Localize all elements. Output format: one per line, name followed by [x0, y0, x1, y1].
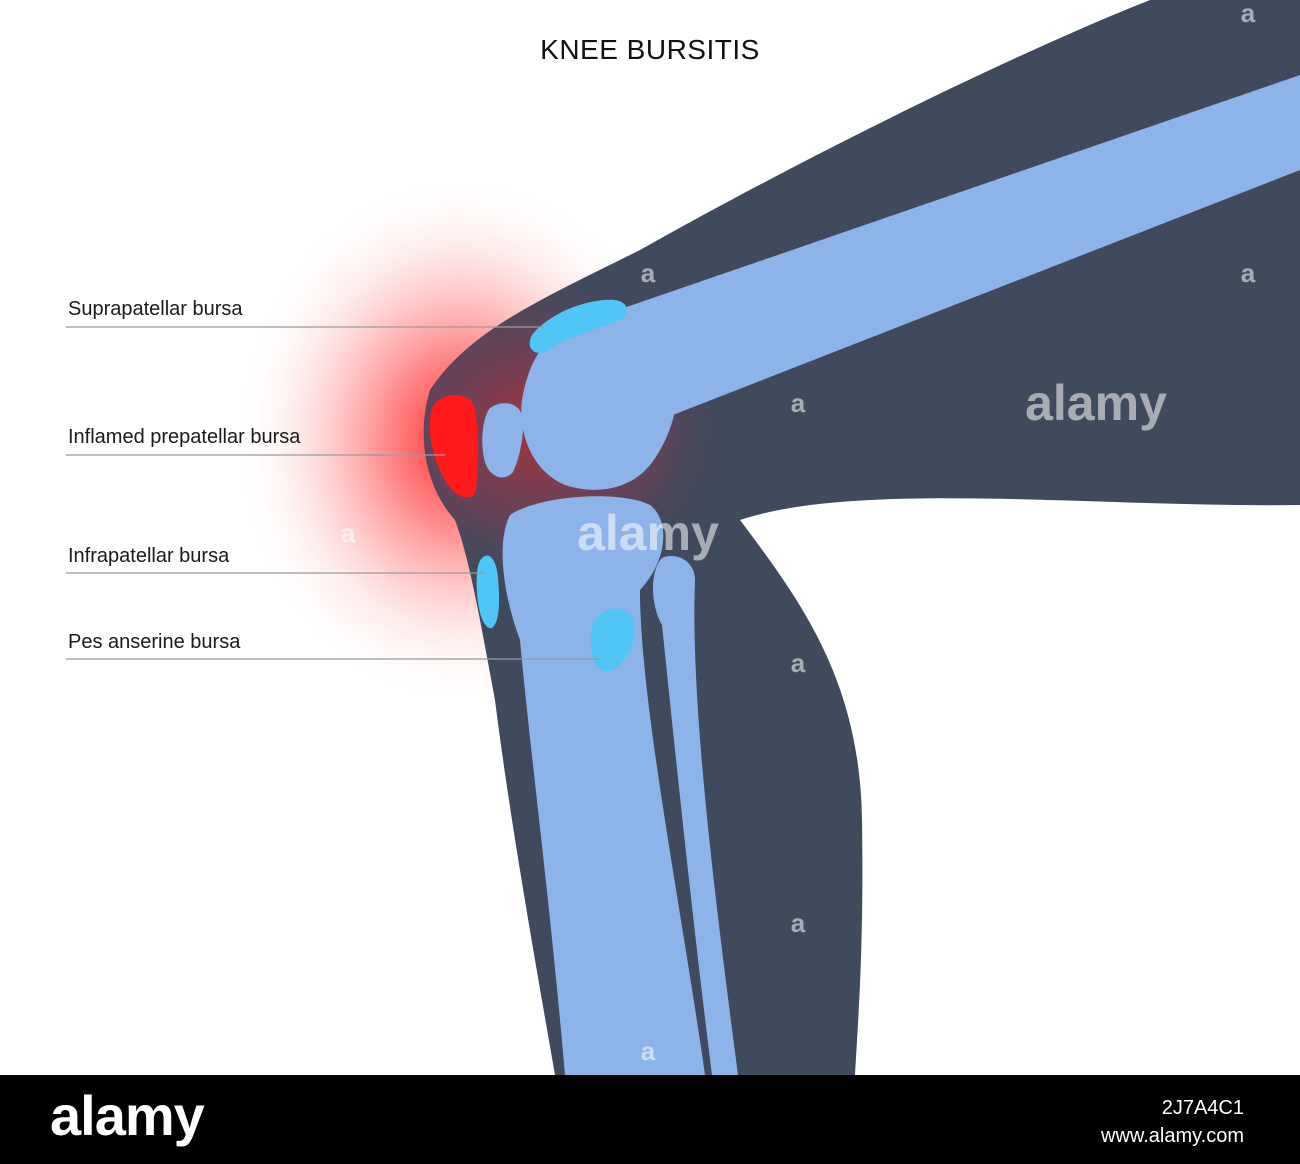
watermark-glyph: a	[1241, 258, 1256, 288]
label-suprapatellar-bursa: Suprapatellar bursa	[68, 298, 243, 320]
watermark-glyph: a	[791, 388, 806, 418]
knee-illustration: a a a a a a a a a alamy alamy	[66, 0, 1300, 1075]
watermark-text: alamy	[577, 505, 719, 561]
watermark-glyph: a	[641, 258, 656, 288]
image-id: 2J7A4C1	[1161, 1097, 1244, 1119]
tibia-bone	[502, 496, 705, 1075]
brand-logo: alamy	[50, 1084, 205, 1147]
page-title: KNEE BURSITIS	[540, 34, 760, 65]
watermark-footer-bar: alamy 2J7A4C1 www.alamy.com	[0, 1075, 1300, 1164]
label-inflamed-prepatellar-bursa: Inflamed prepatellar bursa	[68, 426, 301, 448]
label-infrapatellar-bursa: Infrapatellar bursa	[68, 545, 230, 567]
watermark-glyph: a	[791, 648, 806, 678]
pes-anserine-bursa	[590, 608, 635, 671]
femur-condyle	[521, 323, 677, 490]
watermark-glyph: a	[1241, 518, 1256, 548]
suprapatellar-bursa	[529, 299, 627, 353]
watermark-text: alamy	[1025, 375, 1167, 431]
fibula-bone	[653, 556, 738, 1075]
inflamed-prepatellar-bursa	[429, 394, 478, 498]
watermark-glyph: a	[1241, 0, 1256, 28]
patella-bone	[482, 403, 524, 478]
label-pes-anserine-bursa: Pes anserine bursa	[68, 631, 241, 653]
watermark-glyph: a	[341, 518, 356, 548]
site-url: www.alamy.com	[1101, 1125, 1244, 1147]
femur-bone	[560, 75, 1300, 420]
watermark-glyph: a	[791, 908, 806, 938]
watermark-glyph: a	[641, 1036, 656, 1066]
infrapatellar-bursa	[476, 555, 500, 629]
